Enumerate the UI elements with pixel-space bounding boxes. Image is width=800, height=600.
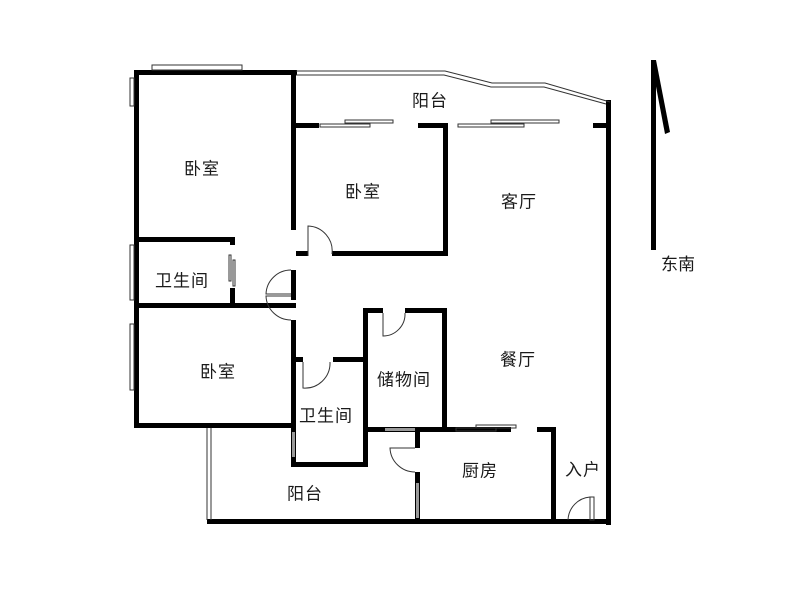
room-label-bathroom-1: 卫生间 xyxy=(155,271,209,292)
room-label-balcony-south: 阳台 xyxy=(287,484,323,505)
room-label-kitchen: 厨房 xyxy=(462,461,498,482)
room-label-bedroom-2: 卧室 xyxy=(345,182,381,203)
gray-windows xyxy=(292,428,419,518)
room-label-balcony-north: 阳台 xyxy=(412,91,448,112)
room-label-storage: 储物间 xyxy=(377,370,431,391)
walls xyxy=(134,70,611,525)
compass-direction-label: 东南 xyxy=(661,255,695,275)
room-label-bathroom-2: 卫生间 xyxy=(299,406,353,427)
room-label-bedroom-1: 卧室 xyxy=(184,159,220,180)
room-label-bedroom-3: 卧室 xyxy=(200,362,236,383)
thin-lines xyxy=(129,64,611,521)
room-label-living-room: 客厅 xyxy=(501,192,537,213)
room-label-dining-room: 餐厅 xyxy=(500,350,536,371)
room-label-entrance: 入户 xyxy=(565,460,601,481)
compass-arrow xyxy=(651,60,670,250)
